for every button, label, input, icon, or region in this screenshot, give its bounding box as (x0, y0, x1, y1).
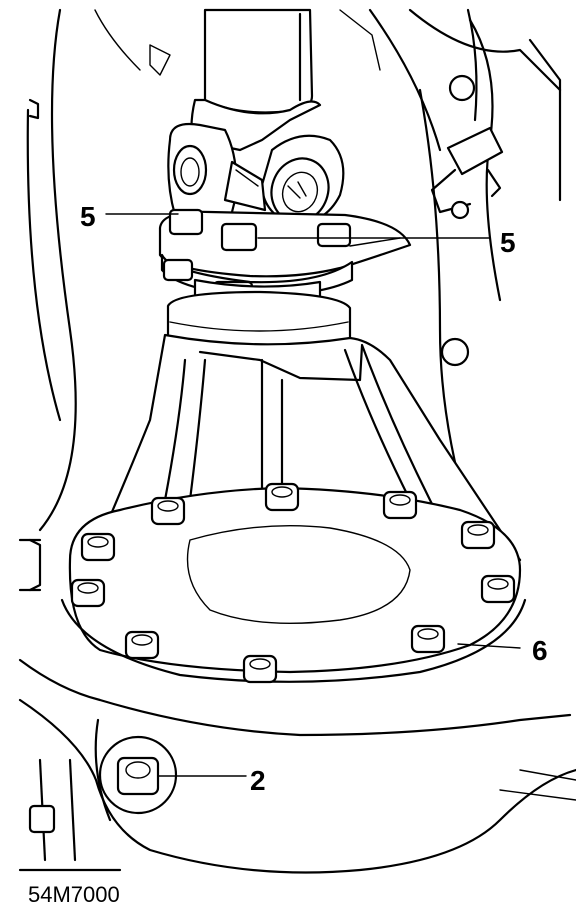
cover-bolt (150, 496, 186, 526)
cover-bolt (480, 574, 516, 604)
callout-label-5-left: 5 (80, 201, 96, 232)
cover-bolt (460, 520, 496, 550)
cover-bolt (124, 630, 160, 660)
propeller-shaft (203, 8, 314, 114)
sensor-cable (430, 8, 504, 220)
cover-plate (60, 486, 527, 683)
drain-plug (98, 735, 178, 815)
callout-label-6: 6 (532, 635, 548, 666)
cover-bolt (410, 624, 446, 654)
callout-label-5-right: 5 (500, 227, 516, 258)
cover-bolt (264, 482, 300, 512)
cover-bolt (242, 654, 278, 684)
leader-lines (105, 213, 521, 777)
axle-casing (18, 538, 576, 874)
figure-reference-code: 54M7000 (28, 882, 120, 907)
cover-bolt (70, 578, 106, 608)
universal-joint (167, 98, 345, 227)
cover-bolt (80, 532, 116, 562)
chassis-frame (26, 8, 562, 562)
cover-bolt (382, 490, 418, 520)
callout-label-2: 2 (250, 765, 266, 796)
cover-bolts (70, 482, 516, 684)
